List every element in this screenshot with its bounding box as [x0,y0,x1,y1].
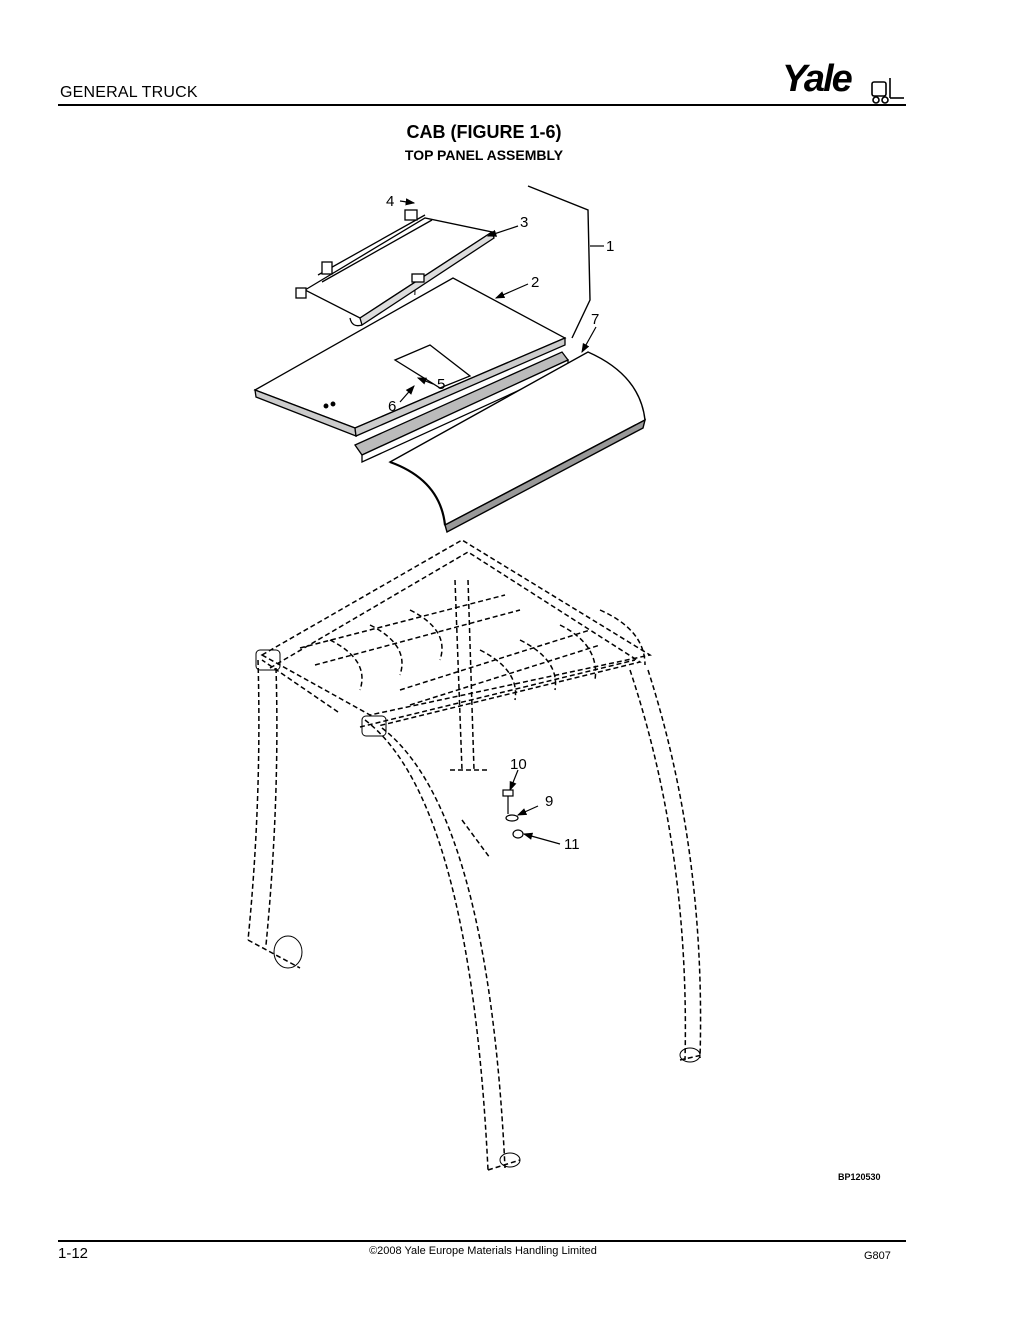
callout-3: 3 [520,214,528,231]
callout-7: 7 [591,311,599,328]
callout-11: 11 [564,836,580,853]
callout-6: 6 [388,398,396,415]
callout-4: 4 [386,193,394,210]
curved-roof-panel [388,351,647,534]
brand-logo: Yale [782,58,853,100]
document-code: G807 [864,1250,891,1262]
bolt-washer-nut [502,789,524,839]
header-rule [58,104,906,106]
figure-id: BP120530 [838,1172,881,1182]
callout-2: 2 [531,274,539,291]
callout-5: 5 [437,376,445,393]
figure-title: CAB (FIGURE 1-6) [406,122,562,142]
copyright-notice: ©2008 Yale Europe Materials Handling Lim… [369,1245,597,1257]
callout-1: 1 [606,238,614,255]
cab-frame [247,539,703,1171]
section-heading: GENERAL TRUCK [60,84,198,101]
page-number: 1-12 [58,1245,89,1262]
sun-visor-panel [295,209,495,327]
callout-10: 10 [510,756,527,773]
footer-rule [58,1240,906,1242]
callout-9: 9 [545,793,553,810]
forklift-icon [871,78,904,104]
figure-subtitle: TOP PANEL ASSEMBLY [404,147,564,163]
